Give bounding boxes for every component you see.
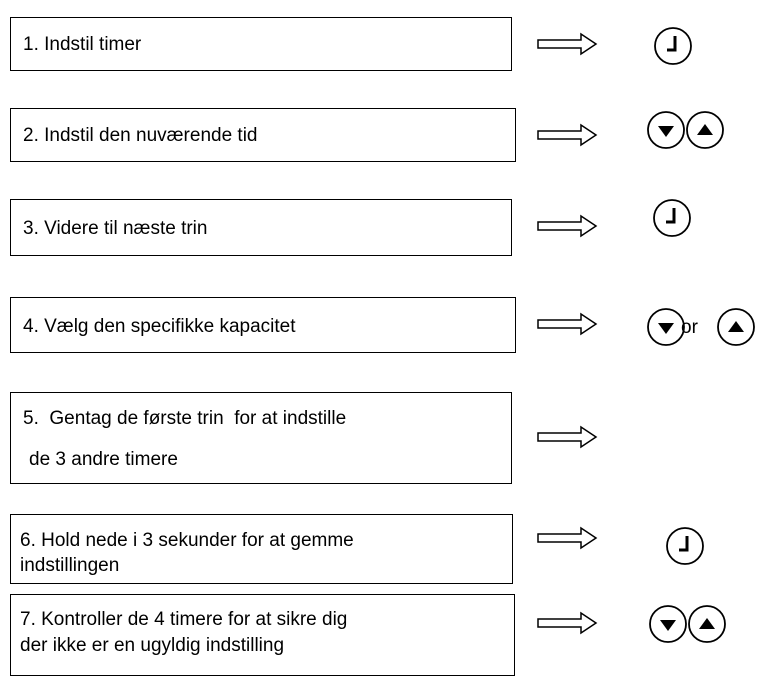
arrow-icon — [537, 611, 598, 635]
step-7-text-line-1: 7. Kontroller de 4 timere for at sikre d… — [20, 609, 348, 630]
step-2-box: 2. Indstil den nuværende tid — [10, 108, 516, 162]
or-label: or — [681, 317, 698, 338]
step-6-text-line-2: indstillingen — [20, 555, 120, 576]
clock-icon[interactable] — [653, 26, 693, 66]
up-arrow-button-icon[interactable] — [716, 307, 756, 347]
arrow-icon — [537, 123, 598, 147]
step-4-box: 4. Vælg den specifikke kapacitet — [10, 297, 516, 353]
step-1-box: 1. Indstil timer — [10, 17, 512, 71]
clock-icon[interactable] — [665, 526, 705, 566]
arrow-icon — [537, 32, 598, 56]
arrow-icon — [537, 425, 598, 449]
step-5-text-line-2: de 3 andre timere — [29, 449, 178, 470]
step-3-box: 3. Videre til næste trin — [10, 199, 512, 256]
step-4-text: 4. Vælg den specifikke kapacitet — [23, 316, 296, 337]
arrow-icon — [537, 312, 598, 336]
arrow-icon — [537, 214, 598, 238]
step-3-text: 3. Videre til næste trin — [23, 218, 208, 239]
arrow-icon — [537, 526, 598, 550]
down-arrow-button-icon[interactable] — [646, 110, 686, 150]
step-6-text-line-1: 6. Hold nede i 3 sekunder for at gemme — [20, 530, 354, 551]
down-arrow-button-icon[interactable] — [648, 604, 688, 644]
step-7-text-line-2: der ikke er en ugyldig indstilling — [20, 635, 285, 656]
up-arrow-button-icon[interactable] — [687, 604, 727, 644]
step-7-box: 7. Kontroller de 4 timere for at sikre d… — [10, 594, 515, 676]
step-6-box: 6. Hold nede i 3 sekunder for at gemme i… — [10, 514, 513, 584]
down-arrow-button-icon[interactable] — [646, 307, 686, 347]
step-5-box: 5. Gentag de første trin for at indstill… — [10, 392, 512, 484]
up-arrow-button-icon[interactable] — [685, 110, 725, 150]
step-1-text: 1. Indstil timer — [23, 34, 142, 55]
step-2-text: 2. Indstil den nuværende tid — [23, 125, 258, 146]
clock-icon[interactable] — [652, 198, 692, 238]
step-5-text-line-1: 5. Gentag de første trin for at indstill… — [23, 408, 347, 429]
